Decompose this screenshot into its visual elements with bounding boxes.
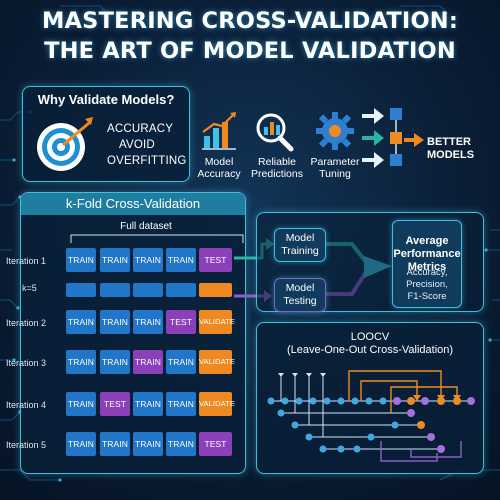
iteration-5-label: Iteration 5 [6, 440, 47, 450]
fold-iteration-1-2: TRAIN [100, 248, 130, 272]
magnifier-chart-icon [256, 113, 294, 152]
benefit-parameter-tuning-line1: Parameter [310, 156, 360, 168]
apm-title-line3: Metrics [407, 261, 447, 273]
better-models-label: BETTER MODELS [427, 136, 474, 162]
model-training-box: Model Training [274, 228, 326, 262]
full-dataset-label: Full dataset [120, 221, 172, 232]
arrows-to-better-models-icon [362, 108, 424, 168]
iteration-4-label: Iteration 4 [6, 400, 47, 410]
k-label: k=5 [22, 283, 37, 293]
iteration-3-label: Iteration 3 [6, 358, 47, 368]
loocv-title: LOOCV (Leave-One-Out Cross-Validation) [257, 331, 483, 357]
benefit-model-accuracy-line2: Accuracy [197, 168, 241, 180]
benefit-reliable-predictions-line1: Reliable [258, 156, 296, 168]
apm-sub-line2: Precision, [406, 279, 448, 290]
fold-iteration-2-4: TEST [166, 310, 196, 334]
fold-iteration-4-2: TEST [100, 392, 130, 416]
fold-k-row-4 [166, 283, 196, 297]
fold-iteration-2-2: TRAIN [100, 310, 130, 334]
why-validate-title: Why Validate Models? [37, 92, 175, 107]
fold-iteration-5-4: TRAIN [166, 432, 196, 456]
fold-iteration-2-5: VALIDATE [199, 310, 235, 334]
bar-chart-icon [202, 112, 236, 150]
fold-iteration-5-1: TRAIN [66, 432, 96, 456]
fold-k-row-3 [133, 283, 163, 297]
fold-iteration-4-1: TRAIN [66, 392, 96, 416]
loocv-panel: LOOCV (Leave-One-Out Cross-Validation) [256, 322, 484, 474]
model-training-line2: Training [281, 245, 319, 257]
why-overfitting: OVERFITTING [107, 155, 187, 167]
title-line-2: THE ART OF MODEL VALIDATION [44, 38, 456, 64]
benefit-model-accuracy-line1: Model [204, 156, 234, 168]
apm-sub-line3: F1-Score [407, 291, 447, 302]
fold-k-row-1 [66, 283, 96, 297]
model-testing-line1: Model [285, 282, 315, 294]
loocv-title-line2: (Leave-One-Out Cross-Validation) [286, 344, 454, 356]
fold-iteration-5-2: TRAIN [100, 432, 130, 456]
average-performance-metrics: Accuracy, Precision, F1-Score [393, 267, 461, 303]
fold-iteration-1-4: TRAIN [166, 248, 196, 272]
fold-iteration-1-5: TEST [199, 248, 232, 272]
full-dataset-bracket [70, 234, 244, 243]
benefit-reliable-predictions-line2: Predictions [251, 168, 303, 180]
benefit-parameter-tuning: Parameter Tuning [302, 156, 368, 180]
fold-iteration-5-3: TRAIN [133, 432, 163, 456]
fold-iteration-4-5: VALIDATE [199, 392, 235, 416]
fold-iteration-3-2: TRAIN [100, 350, 130, 374]
fold-iteration-4-3: TRAIN [133, 392, 163, 416]
benefit-model-accuracy: Model Accuracy [190, 156, 248, 180]
iteration-1-label: Iteration 1 [6, 256, 47, 266]
fold-iteration-2-3: TRAIN [133, 310, 163, 334]
apm-title-line1: Average [405, 235, 449, 247]
loocv-diagram [267, 370, 475, 462]
title-line-1: MASTERING CROSS-VALIDATION: [41, 8, 459, 34]
fold-iteration-3-5: VALIDATE [199, 350, 235, 374]
better-models-line1: BETTER [427, 136, 471, 148]
average-performance-title: Average Performance Metrics [393, 235, 461, 274]
why-avoid: AVOID [119, 139, 155, 151]
fold-k-row-5 [199, 283, 232, 297]
iteration-2-label: Iteration 2 [6, 318, 47, 328]
gear-icon [316, 112, 354, 150]
fold-iteration-5-5: TEST [199, 432, 232, 456]
fold-iteration-2-1: TRAIN [66, 310, 96, 334]
fold-iteration-3-1: TRAIN [66, 350, 96, 374]
page-title: MASTERING CROSS-VALIDATION: THE ART OF M… [0, 6, 500, 66]
benefit-reliable-predictions: Reliable Predictions [246, 156, 308, 180]
why-validate-panel: Why Validate Models? ACCURACY AVOID OVER… [22, 86, 190, 182]
fold-k-row-2 [100, 283, 130, 297]
model-testing-box: Model Testing [274, 278, 326, 312]
better-models-line2: MODELS [427, 149, 475, 161]
model-training-line1: Model [285, 232, 315, 244]
kfold-title: k-Fold Cross-Validation [21, 193, 245, 215]
apm-title-line2: Performance [393, 248, 461, 260]
fold-iteration-3-4: TRAIN [166, 350, 196, 374]
target-icon [37, 117, 93, 171]
model-testing-line2: Testing [283, 295, 317, 307]
loocv-title-line1: LOOCV [350, 331, 390, 343]
fold-iteration-1-3: TRAIN [133, 248, 163, 272]
fold-iteration-3-3: TRAIN [133, 350, 163, 374]
average-performance-box: Average Performance Metrics Accuracy, Pr… [392, 220, 462, 308]
apm-sub-line1: Accuracy, [406, 267, 448, 278]
why-accuracy: ACCURACY [107, 123, 174, 135]
fold-iteration-1-1: TRAIN [66, 248, 96, 272]
fold-iteration-4-4: TRAIN [166, 392, 196, 416]
benefit-parameter-tuning-line2: Tuning [319, 168, 351, 180]
